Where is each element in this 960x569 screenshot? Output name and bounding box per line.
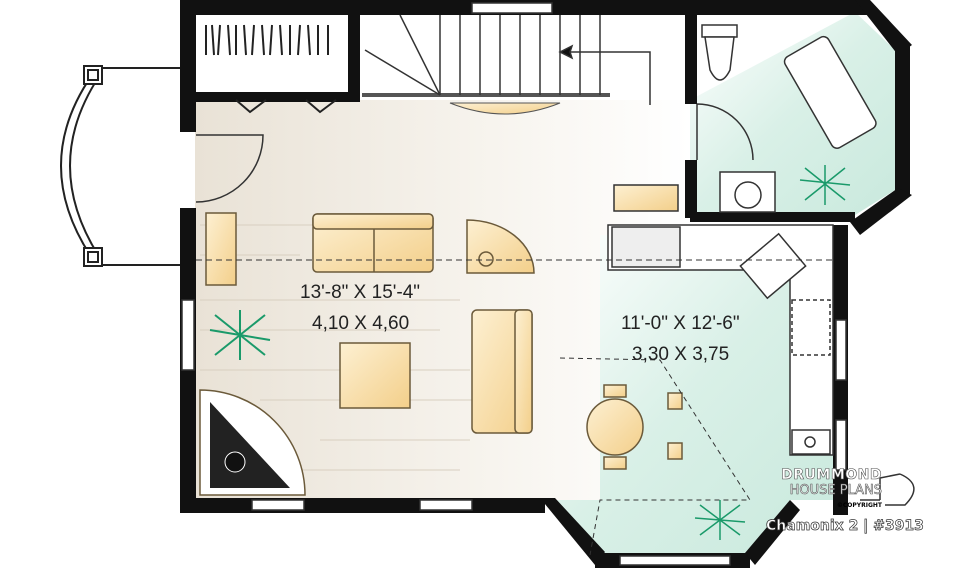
porch-bay	[60, 65, 180, 267]
fireplace-insert	[210, 402, 290, 488]
drummond-logo-icon	[860, 473, 915, 506]
kitchen-dimensions-metric: 3,30 X 3,75	[632, 344, 730, 365]
dining-light-lines	[559, 357, 751, 556]
windows	[181, 2, 847, 566]
stairs	[362, 14, 651, 105]
bathroom-floor	[690, 12, 895, 215]
coffee-table	[339, 342, 411, 409]
brand-line2: HOUSE PLANS	[789, 483, 882, 499]
closet	[205, 24, 337, 114]
stair-landing-rug	[449, 102, 561, 115]
living-room-dimensions-imperial: 13'-8" X 15'-4"	[300, 282, 421, 303]
living-room-dimensions-metric: 4,10 X 4,60	[312, 313, 410, 334]
brand-logo: DRUMMOND HOUSE PLANS ©COPYRIGHT	[762, 467, 882, 513]
doors	[195, 103, 754, 203]
brand-line1: DRUMMOND	[781, 467, 882, 483]
brand-copyright: ©COPYRIGHT	[836, 502, 882, 509]
kitchen-floor	[545, 235, 835, 555]
side-table	[205, 212, 237, 286]
bathroom-fixtures	[613, 24, 877, 213]
plan-caption: Chamonix 2 | #3913	[766, 518, 925, 535]
kitchen-dimensions-imperial: 11'-0" X 12'-6"	[621, 313, 740, 334]
living-furniture	[199, 212, 683, 496]
dining-table	[586, 398, 644, 456]
plant-icon	[209, 310, 271, 360]
plant-icon	[694, 165, 851, 540]
